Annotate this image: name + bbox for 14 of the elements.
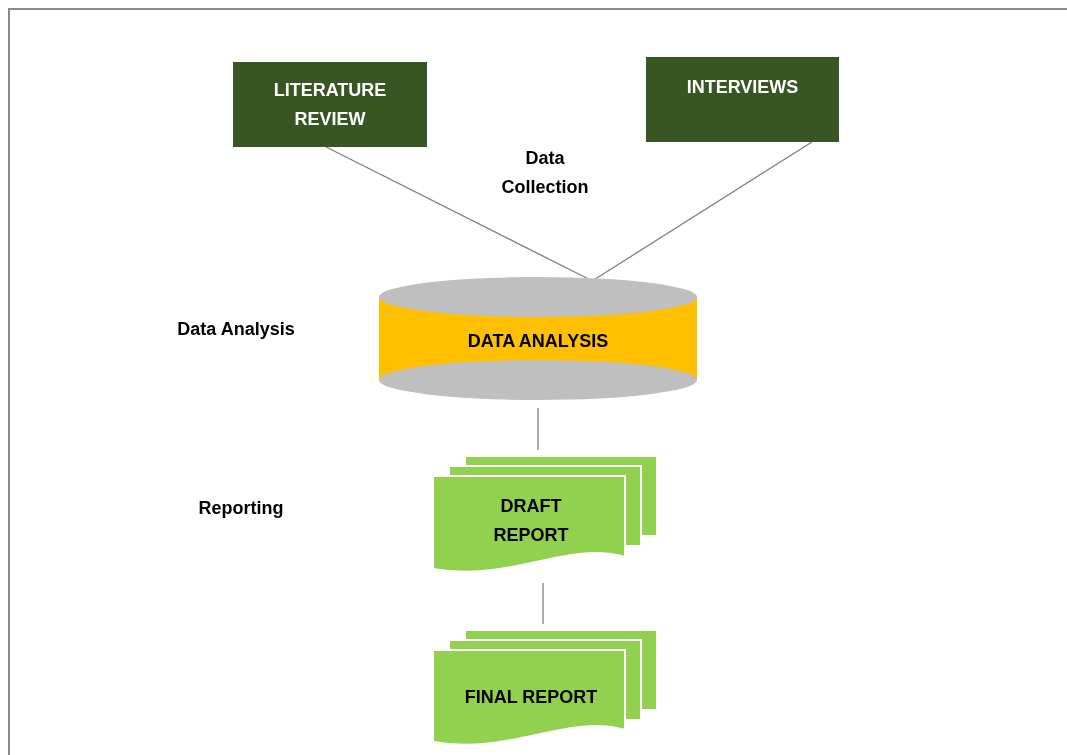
node-label: FINAL REPORT	[463, 686, 599, 709]
node-label: INTERVIEWS	[685, 75, 800, 99]
node-label: LITERATURE REVIEW	[272, 78, 388, 131]
connector-line	[542, 582, 544, 625]
database-cylinder	[379, 277, 697, 400]
connector-line	[593, 141, 813, 281]
connector-line	[537, 407, 539, 451]
process-box	[233, 62, 427, 147]
stage-label: Data Collection	[500, 147, 590, 199]
stage-label: Reporting	[197, 497, 285, 520]
node-label: DATA ANALYSIS	[466, 329, 610, 353]
node-label: DRAFT REPORT	[492, 495, 570, 547]
stage-label: Data Analysis	[176, 318, 296, 341]
process-box	[646, 57, 839, 142]
